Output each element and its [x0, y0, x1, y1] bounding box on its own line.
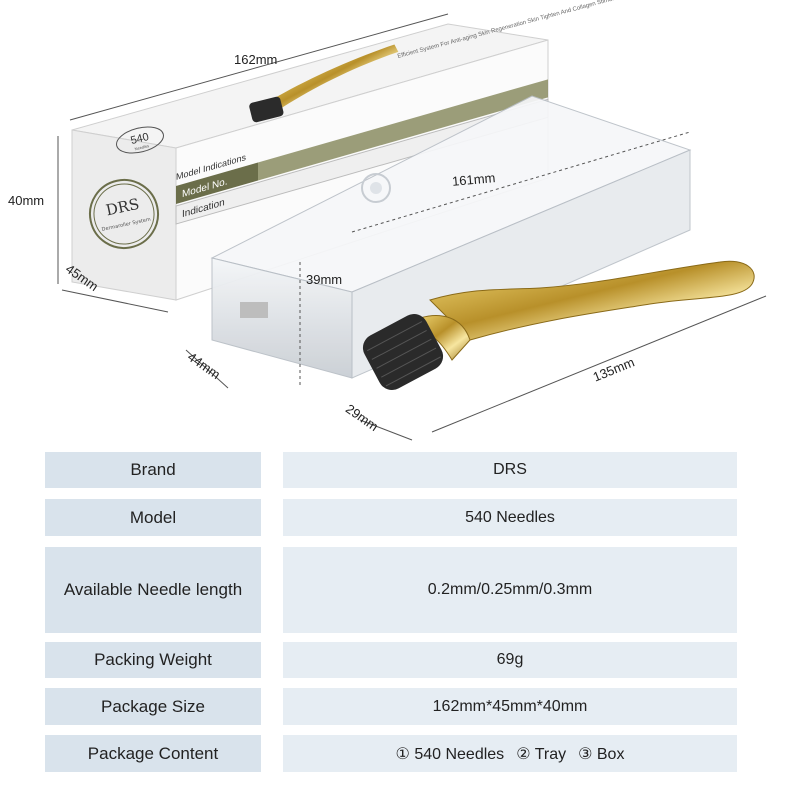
- package-item: ② Tray: [516, 745, 567, 763]
- spec-row-package-size: Package Size 162mm*45mm*40mm: [45, 688, 737, 725]
- box-height-label: 40mm: [8, 193, 45, 208]
- spec-label: Packing Weight: [45, 642, 261, 678]
- box-end-face: [71, 129, 177, 301]
- spec-value: 0.2mm/0.25mm/0.3mm: [283, 547, 737, 633]
- spec-label: Brand: [45, 452, 261, 488]
- package-item: ③ Box: [578, 745, 625, 763]
- svg-text:540: 540: [129, 131, 150, 147]
- spec-row-weight: Packing Weight 69g: [45, 642, 737, 678]
- spec-value: 540 Needles: [283, 499, 737, 536]
- package-content-list: ① 540 Needles ② Tray ③ Box: [283, 735, 737, 772]
- product-illustration: DRS Dermaroller System 540 Needles Model…: [57, 0, 767, 441]
- package-item: ① 540 Needles: [395, 745, 505, 763]
- spec-label: Package Content: [45, 735, 261, 772]
- roller-drum: [362, 314, 444, 390]
- spec-row-model: Model 540 Needles: [45, 499, 737, 536]
- tray-height-label: 39mm: [306, 272, 343, 287]
- spec-label: Available Needle length: [45, 547, 261, 633]
- spec-row-brand: Brand DRS: [45, 452, 737, 488]
- spec-label: Model: [45, 499, 261, 536]
- box-length-label: 162mm: [234, 52, 278, 67]
- spec-value: 69g: [283, 642, 737, 678]
- spec-row-needle-length: Available Needle length 0.2mm/0.25mm/0.3…: [45, 547, 737, 633]
- spec-value: DRS: [283, 452, 737, 488]
- needle-count-badge: 540 Needles: [116, 126, 164, 154]
- spec-label: Package Size: [45, 688, 261, 725]
- box-roller-image: [249, 44, 399, 123]
- svg-text:Needles: Needles: [134, 143, 149, 151]
- spec-value: 162mm*45mm*40mm: [283, 688, 737, 725]
- spec-row-package-content: Package Content ① 540 Needles ② Tray ③ B…: [45, 735, 737, 772]
- roller-handle: [429, 260, 755, 341]
